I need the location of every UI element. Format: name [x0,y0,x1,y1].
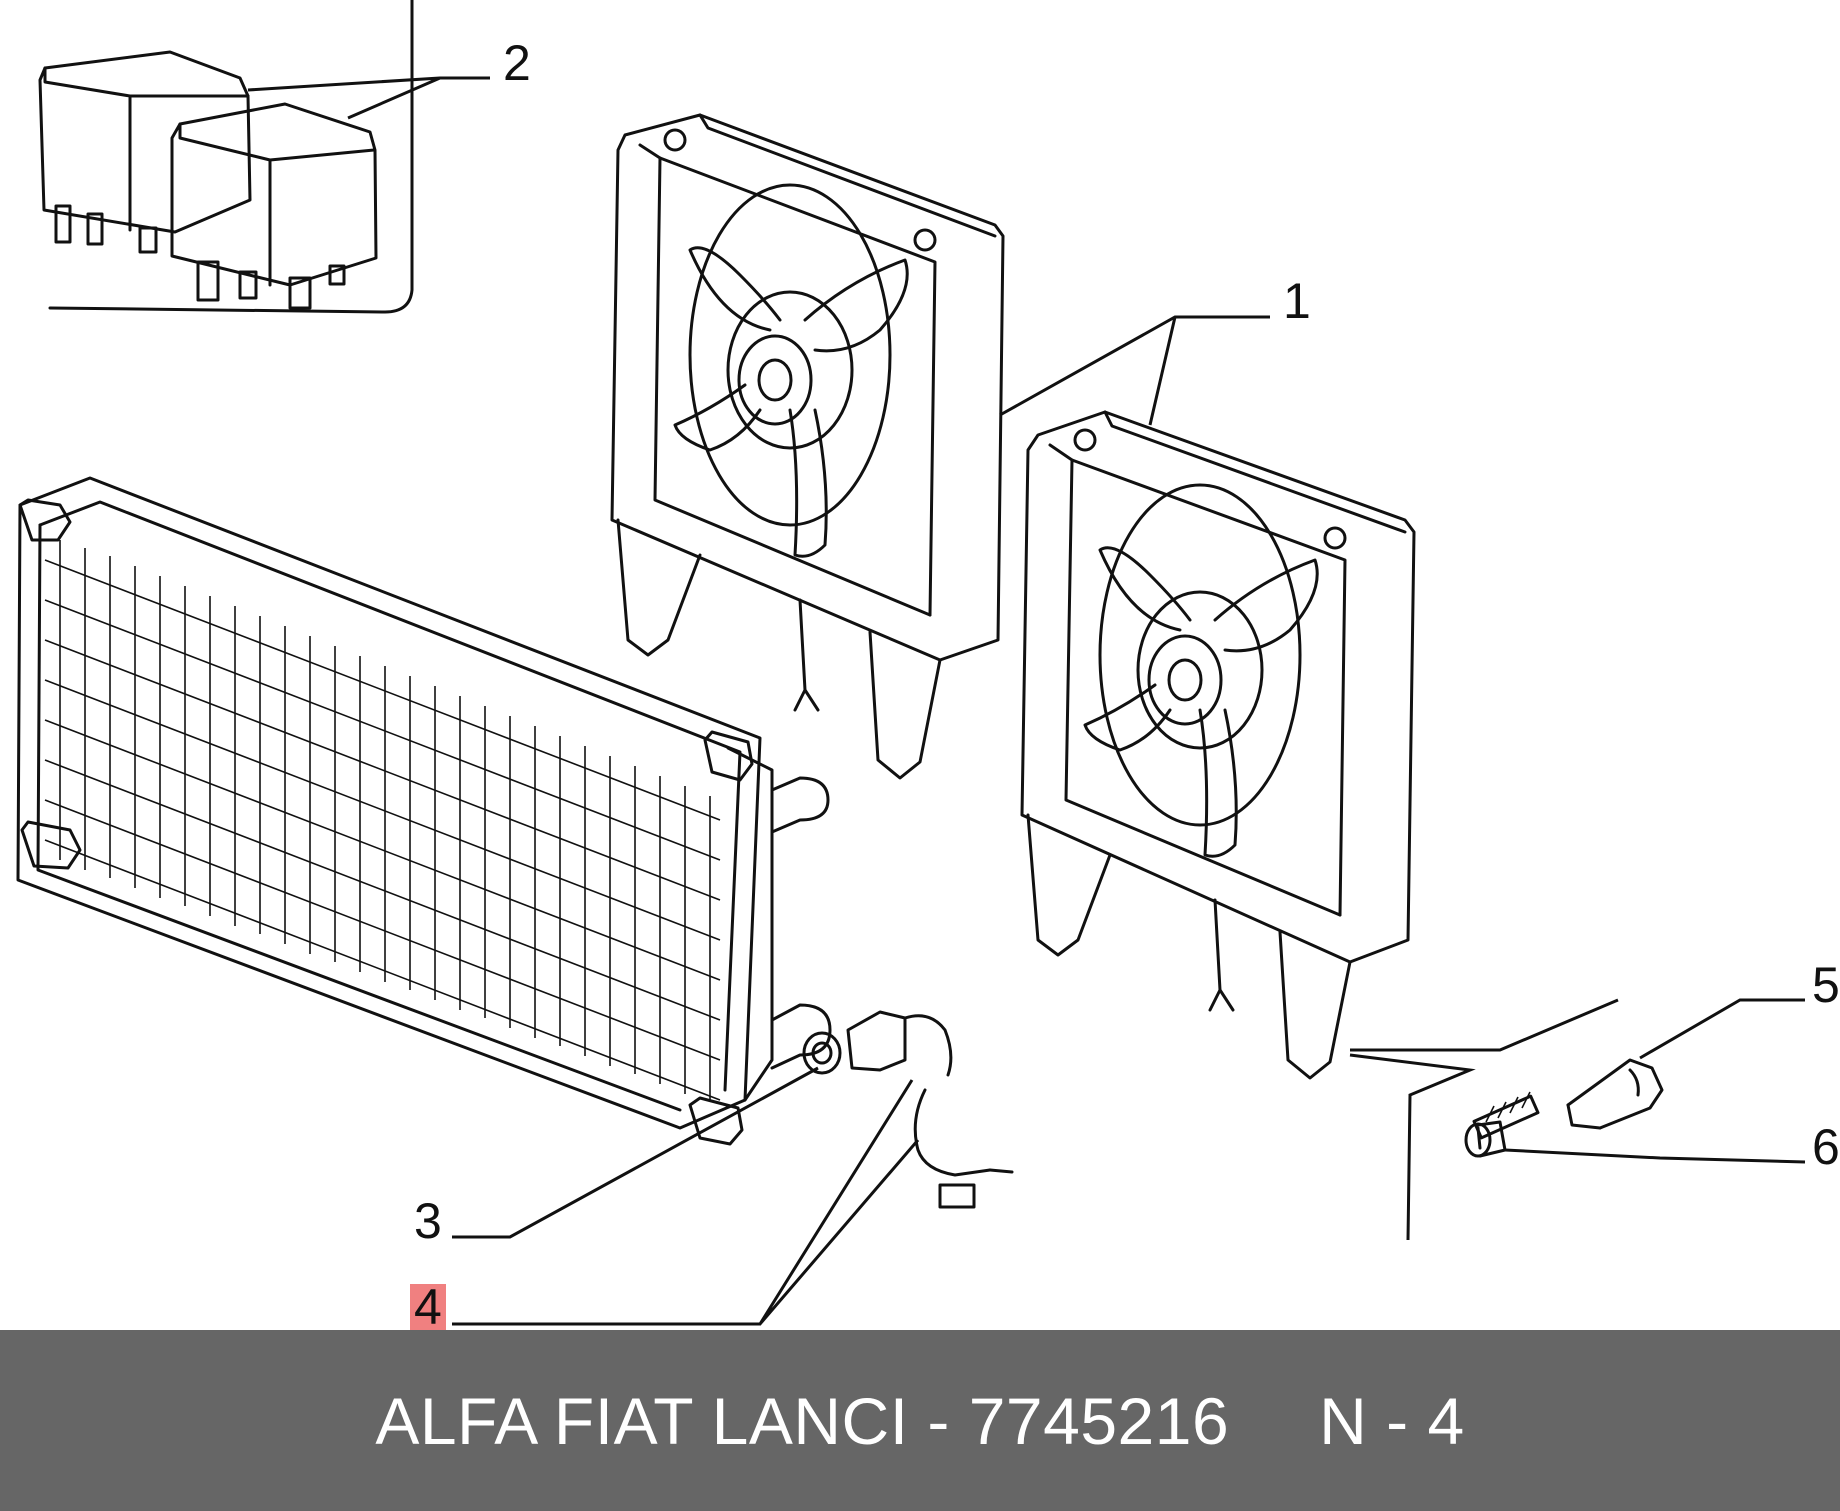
radiator [16,476,832,1146]
reference-label: N - 4 [1319,1383,1465,1458]
fan-assembly-1 [610,113,1005,780]
part-number-label: ALFA FIAT LANCI - 7745216 [375,1383,1230,1458]
relay-front [170,102,378,310]
relay-back [38,50,252,254]
bolt-and-bush [1464,1058,1664,1158]
callout-4: 4 [414,1279,442,1330]
radiator-core [44,540,721,1102]
leader-lines [247,76,1806,1326]
callout-2: 2 [503,35,531,91]
parts-diagram: 1 2 3 4 5 6 [16,0,1840,1330]
footer-bar: ALFA FIAT LANCI - 7745216 N - 4 [0,1330,1840,1511]
thermal-switch [802,1010,1014,1209]
callout-6: 6 [1812,1119,1840,1175]
callout-4-highlight [410,1284,446,1330]
fan-assembly-2 [1020,410,1416,1080]
relay-group [38,0,414,314]
callout-1: 1 [1283,273,1311,329]
callout-5: 5 [1812,957,1840,1013]
callout-3: 3 [414,1193,442,1249]
